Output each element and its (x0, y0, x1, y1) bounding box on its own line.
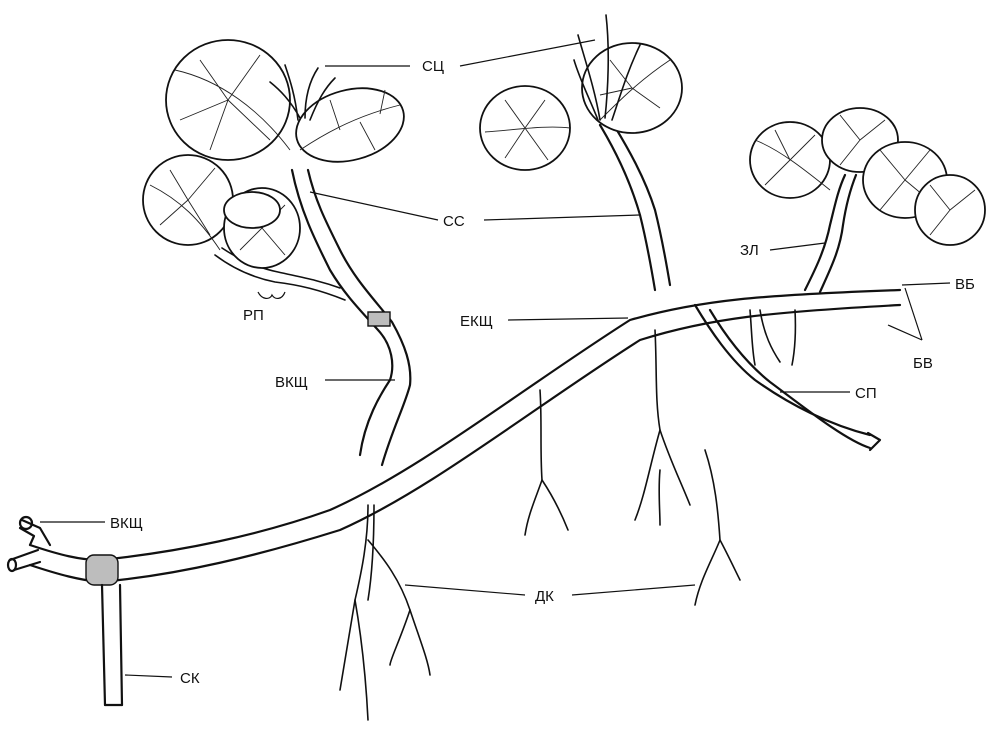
label-sk: СК (180, 670, 200, 687)
label-vkshch-lower: ВКЩ (110, 515, 143, 532)
label-ss: СС (443, 213, 465, 230)
middle-upright-branch (600, 122, 670, 290)
label-sc: СЦ (422, 58, 444, 75)
stem-node-ring (86, 555, 118, 585)
root-sk (102, 585, 122, 705)
label-rp: РП (243, 307, 264, 324)
label-ekshch: ЕКЩ (460, 313, 493, 330)
leaf-cluster-left-bottom (143, 155, 300, 268)
label-zl: ЗЛ (740, 242, 759, 259)
leaf-cluster-right (750, 108, 985, 245)
main-stem (30, 290, 900, 582)
label-bv: БВ (913, 355, 933, 372)
side-shoot-sp (695, 305, 880, 450)
left-stub (8, 517, 50, 571)
label-dk: ДК (535, 588, 554, 605)
right-upright-branch (805, 175, 856, 292)
leaf-cluster-left-top (166, 40, 412, 173)
label-vb: ВБ (955, 276, 975, 293)
label-sp: СП (855, 385, 877, 402)
leaf-cluster-middle (480, 15, 682, 170)
label-vkshch-upper: ВКЩ (275, 374, 308, 391)
adventitious-roots (340, 310, 795, 720)
